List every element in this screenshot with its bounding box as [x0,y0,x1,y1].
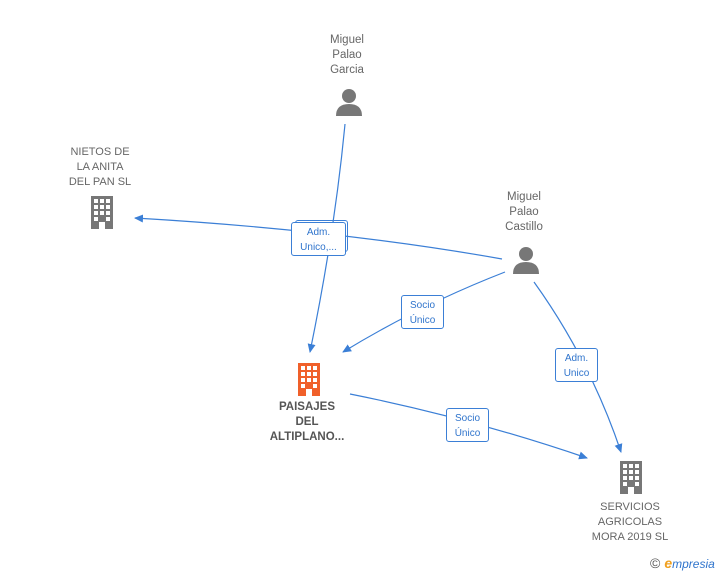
edge-label-socio-unico-paisajes[interactable]: Socio Único [446,408,489,442]
node-label-servicios-agricolas[interactable]: SERVICIOS AGRICOLAS MORA 2019 SL [591,501,669,543]
edge-label-adm-unico-servicios[interactable]: Adm. Unico [555,348,598,382]
brand-name: mpresia [672,557,715,571]
building-icon[interactable] [86,195,118,229]
brand-initial: e [664,555,673,571]
node-label-miguel-palao-garcia[interactable]: Miguel Palao Garcia [330,34,364,76]
node-label-nietos-de-la-anita[interactable]: NIETOS DE LA ANITA DEL PAN SL [68,146,132,188]
node-label-paisajes-del-altiplano[interactable]: PAISAJES DEL ALTIPLANO... [269,401,345,443]
brand-footer[interactable]: ©empresia [650,555,715,571]
node-label-miguel-palao-castillo[interactable]: Miguel Palao Castillo [505,191,543,233]
edge-label-socio-unico-castillo[interactable]: Socio Único [401,295,444,329]
person-icon[interactable] [334,87,364,117]
building-icon[interactable] [293,362,325,396]
person-icon[interactable] [511,245,541,275]
copyright-icon: © [650,555,661,571]
edge-label-adm-unico-multi[interactable]: Adm. Unico,... [291,220,348,256]
building-icon[interactable] [615,460,647,494]
